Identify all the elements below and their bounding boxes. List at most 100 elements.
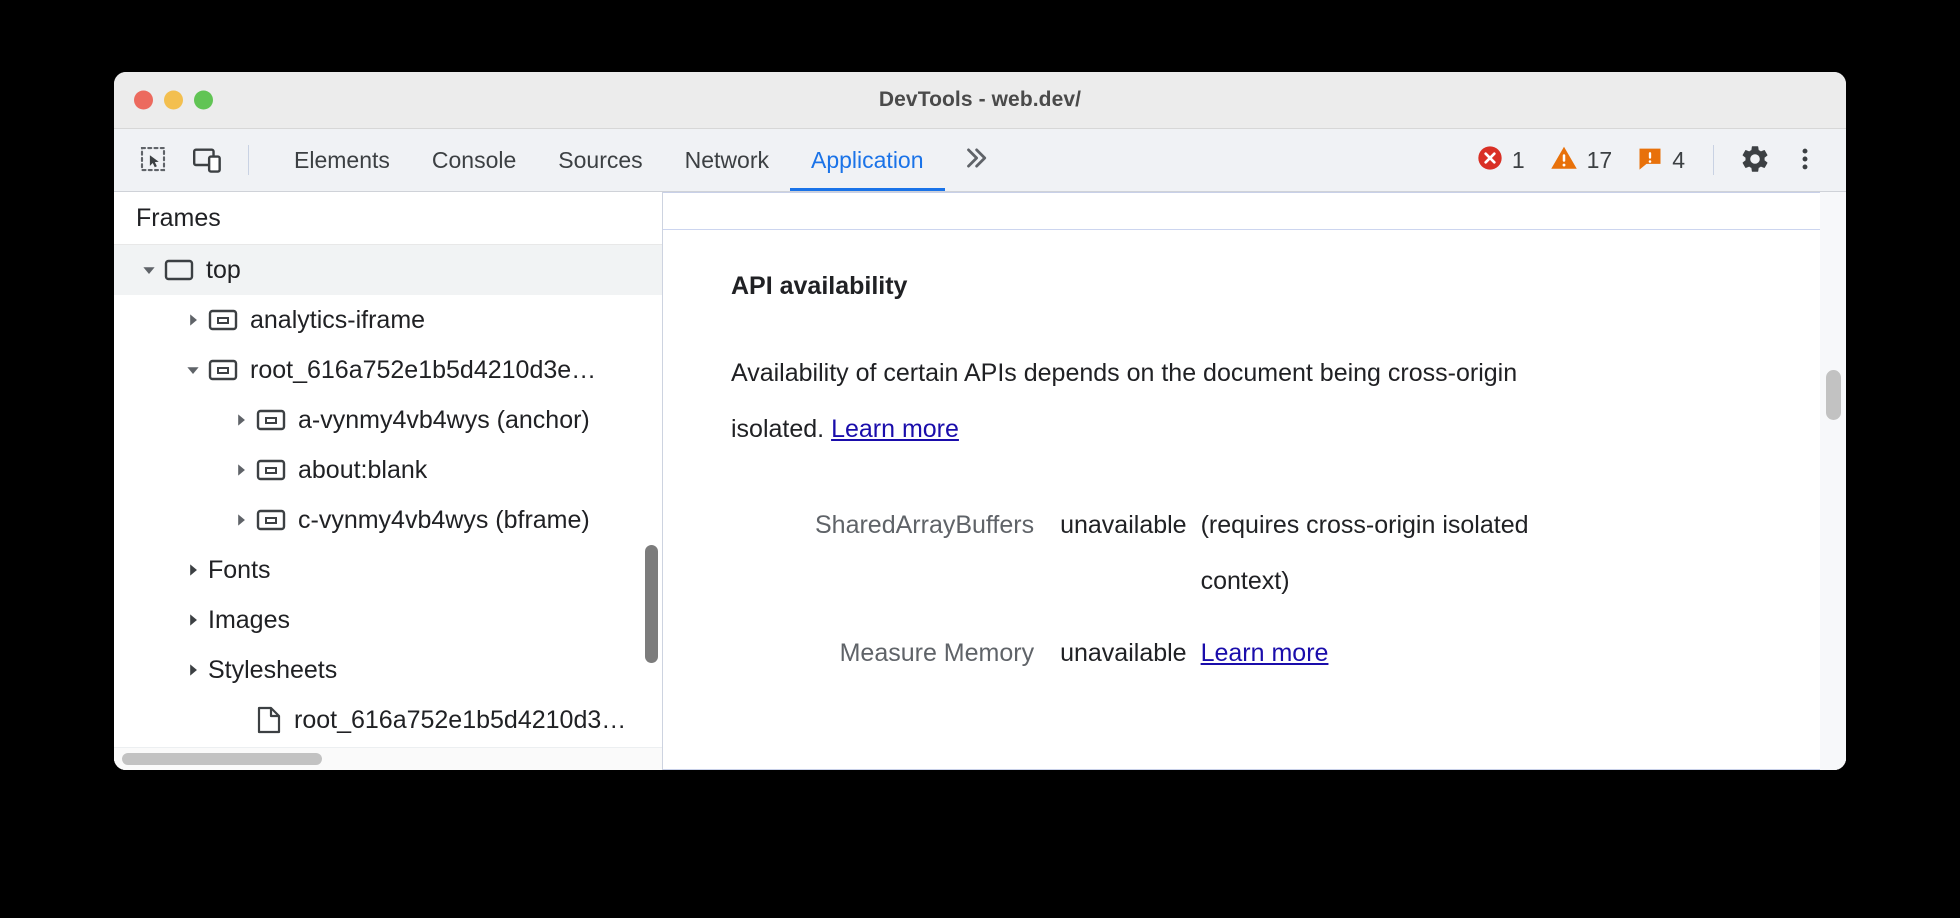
tab-elements-label: Elements: [294, 146, 390, 173]
tab-console[interactable]: Console: [411, 129, 537, 191]
tree-item-stylesheets-label: Stylesheets: [208, 655, 338, 684]
tree-item-anchor-frame-label: a-vynmy4vb4wys (anchor): [298, 405, 590, 434]
twisty-closed-icon[interactable]: [232, 461, 250, 479]
close-window-button[interactable]: [134, 90, 153, 110]
toolbar-divider: [248, 145, 249, 175]
iframe-icon: [256, 407, 286, 433]
toolbar-right-controls: 1 17: [1466, 129, 1846, 191]
window-title: DevTools - web.dev/: [878, 88, 1082, 111]
frame-icon: [164, 257, 194, 283]
maximize-window-button[interactable]: [194, 90, 213, 110]
sidebar-horizontal-scrollbar-track[interactable]: [114, 747, 662, 770]
tab-network[interactable]: Network: [664, 129, 790, 191]
tab-console-label: Console: [431, 146, 517, 173]
error-counter[interactable]: 1: [1466, 138, 1535, 182]
issue-counter[interactable]: 4: [1626, 138, 1695, 182]
panel-top-divider: [663, 193, 1820, 230]
issue-icon: [1636, 144, 1664, 177]
tree-item-root-document[interactable]: root_616a752e1b5d4210d3…: [114, 695, 662, 745]
measure-memory-note: Learn more: [1201, 617, 1531, 689]
measure-memory-value: unavailable: [1060, 639, 1187, 667]
warning-counter[interactable]: 17: [1539, 138, 1623, 182]
frame-details-panel: API availability Availability of certain…: [663, 192, 1820, 770]
warning-icon: [1549, 143, 1579, 178]
iframe-icon: [256, 507, 286, 533]
twisty-closed-icon[interactable]: [184, 611, 202, 629]
inspect-element-button[interactable]: [130, 137, 176, 183]
main-panel-wrapper: API availability Availability of certain…: [663, 192, 1846, 770]
minimize-window-button[interactable]: [164, 90, 183, 110]
toolbar-left-controls: [114, 129, 259, 191]
more-options-button[interactable]: [1782, 137, 1828, 183]
gear-icon: [1739, 143, 1771, 178]
tab-sources[interactable]: Sources: [537, 129, 663, 191]
sidebar-header-frames: Frames: [114, 192, 662, 245]
settings-button[interactable]: [1732, 137, 1778, 183]
shared-array-buffers-value: unavailable: [1060, 511, 1187, 539]
devtools-content: Frames top: [114, 192, 1846, 770]
main-vertical-scrollbar[interactable]: [1826, 370, 1841, 420]
panel-tabs: Elements Console Sources Network Applica…: [273, 129, 1007, 191]
toggle-device-toolbar-button[interactable]: [184, 137, 230, 183]
tree-item-fonts[interactable]: Fonts: [114, 545, 662, 595]
twisty-closed-icon[interactable]: [232, 411, 250, 429]
error-icon: [1476, 144, 1504, 177]
warning-count: 17: [1586, 146, 1613, 173]
tree-item-bframe[interactable]: c-vynmy4vb4wys (bframe): [114, 495, 662, 545]
traffic-lights: [134, 90, 213, 110]
twisty-spacer: [232, 711, 250, 729]
tab-application[interactable]: Application: [790, 129, 945, 191]
inspect-element-icon: [138, 144, 168, 177]
sidebar-vertical-scrollbar[interactable]: [645, 545, 658, 663]
tab-sources-label: Sources: [558, 146, 643, 173]
kebab-menu-icon: [1791, 145, 1819, 176]
devtools-window: DevTools - web.dev/: [114, 72, 1846, 770]
iframe-icon: [208, 307, 238, 333]
twisty-closed-icon[interactable]: [184, 661, 202, 679]
iframe-icon: [208, 357, 238, 383]
tree-item-root-document-label: root_616a752e1b5d4210d3…: [294, 705, 627, 734]
tree-item-analytics-iframe-label: analytics-iframe: [250, 305, 426, 334]
shared-array-buffers-label: SharedArrayBuffers: [815, 511, 1035, 539]
tab-elements[interactable]: Elements: [273, 129, 411, 191]
window-titlebar: DevTools - web.dev/: [114, 72, 1846, 129]
document-icon: [256, 706, 282, 734]
device-toolbar-icon: [191, 143, 223, 178]
tree-item-images[interactable]: Images: [114, 595, 662, 645]
learn-more-link-description[interactable]: Learn more: [831, 415, 959, 443]
tree-item-top[interactable]: top: [114, 245, 662, 295]
shared-array-buffers-note: (requires cross-origin isolated context): [1200, 511, 1529, 595]
error-count: 1: [1511, 146, 1525, 173]
frames-sidebar: Frames top: [114, 192, 663, 770]
twisty-closed-icon[interactable]: [184, 561, 202, 579]
tree-item-analytics-iframe[interactable]: analytics-iframe: [114, 295, 662, 345]
tree-item-fonts-label: Fonts: [208, 555, 271, 584]
chevron-double-right-icon: [961, 143, 991, 178]
twisty-closed-icon[interactable]: [232, 511, 250, 529]
issue-count: 4: [1672, 146, 1685, 173]
tree-item-anchor-frame[interactable]: a-vynmy4vb4wys (anchor): [114, 395, 662, 445]
tree-item-stylesheets[interactable]: Stylesheets: [114, 645, 662, 695]
section-title: API availability: [731, 272, 908, 300]
tab-network-label: Network: [684, 146, 769, 173]
tree-item-root-frame-label: root_616a752e1b5d4210d3e…: [250, 355, 597, 384]
twisty-open-icon[interactable]: [184, 361, 202, 379]
api-availability-section: API availability Availability of certain…: [663, 230, 1820, 689]
tree-item-images-label: Images: [208, 605, 290, 634]
devtools-toolbar: Elements Console Sources Network Applica…: [114, 129, 1846, 192]
tree-item-about-blank[interactable]: about:blank: [114, 445, 662, 495]
twisty-closed-icon[interactable]: [184, 311, 202, 329]
frames-tree: top analytics-iframe: [114, 245, 662, 747]
tab-application-label: Application: [811, 146, 924, 173]
more-tabs-button[interactable]: [945, 129, 1007, 191]
sidebar-horizontal-scrollbar[interactable]: [122, 753, 322, 765]
tree-item-root-frame[interactable]: root_616a752e1b5d4210d3e…: [114, 345, 662, 395]
table-row: Measure Memory unavailable Learn more: [815, 617, 1531, 689]
learn-more-link-measure-memory[interactable]: Learn more: [1200, 639, 1329, 667]
tree-item-top-label: top: [206, 255, 241, 284]
main-vertical-scrollbar-track[interactable]: [1820, 192, 1846, 770]
iframe-icon: [256, 457, 286, 483]
tree-item-about-blank-label: about:blank: [298, 455, 428, 484]
section-description-text: Availability of certain APIs depends on …: [731, 359, 1518, 443]
twisty-open-icon[interactable]: [140, 261, 158, 279]
